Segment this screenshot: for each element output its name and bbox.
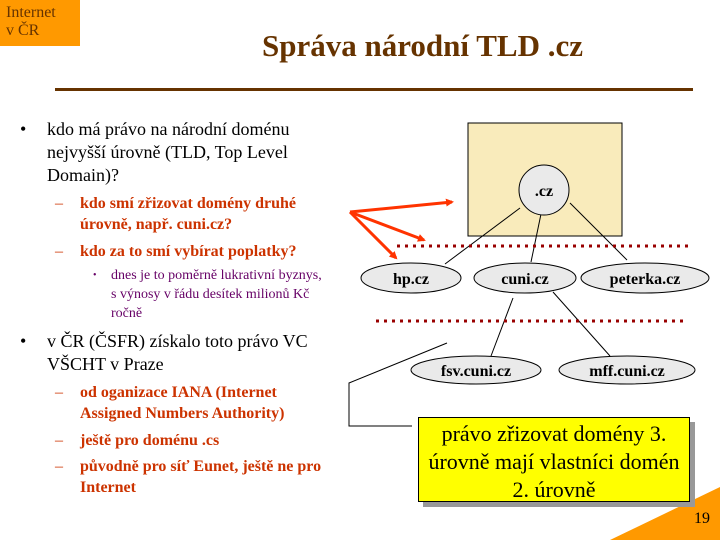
node-root bbox=[518, 164, 570, 216]
bullet-text: v ČR (ČSFR) získalo toto právo VC VŠCHT … bbox=[47, 331, 308, 374]
bullet-icon: • bbox=[93, 270, 97, 281]
sub-bullet-text: kdo za to smí vybírat poplatky? bbox=[80, 243, 297, 260]
node-mff bbox=[558, 355, 696, 385]
bullet-1: • kdo má právo na národní doménu nejvyšš… bbox=[20, 118, 332, 187]
node-hp-label: hp.cz bbox=[393, 271, 429, 288]
section-label: Internet v ČR bbox=[0, 0, 80, 46]
node-root-label: .cz bbox=[535, 183, 553, 200]
red-arrows bbox=[348, 198, 454, 260]
bullet-2: • v ČR (ČSFR) získalo toto právo VC VŠCH… bbox=[20, 330, 342, 376]
bullet-icon: • bbox=[20, 331, 27, 351]
sub-sub-bullet-text: dnes je to poměrně lukrativní byznys, s … bbox=[111, 268, 322, 321]
node-fsv-label: fsv.cuni.cz bbox=[441, 363, 511, 380]
section-label-line1: Internet bbox=[6, 4, 56, 21]
dash-icon: – bbox=[55, 384, 63, 401]
dash-icon: – bbox=[55, 432, 63, 449]
sub-bullet-5: – původně pro síť Eunet, ještě ne pro In… bbox=[55, 456, 340, 498]
sub-bullet-4: – ještě pro doménu .cs bbox=[55, 430, 335, 451]
node-mff-label: mff.cuni.cz bbox=[589, 363, 665, 380]
dash-icon: – bbox=[55, 195, 63, 212]
sub-bullet-text: původně pro síť Eunet, ještě ne pro Inte… bbox=[80, 458, 322, 496]
node-peterka bbox=[580, 262, 710, 294]
page-number: 19 bbox=[694, 510, 710, 527]
node-cuni-label: cuni.cz bbox=[501, 271, 549, 288]
dash-icon: – bbox=[55, 243, 63, 260]
callout-box: právo zřizovat domény 3. úrovně mají vla… bbox=[418, 417, 690, 502]
node-peterka-label: peterka.cz bbox=[610, 271, 681, 288]
sub-bullet-text: kdo smí zřizovat domény druhé úrovně, na… bbox=[80, 195, 296, 233]
bullet-text: kdo má právo na národní doménu nejvyšší … bbox=[47, 119, 290, 185]
slide-title: Správa národní TLD .cz bbox=[262, 28, 583, 63]
bullet-icon: • bbox=[20, 119, 27, 139]
node-hp bbox=[360, 262, 462, 294]
node-cuni bbox=[473, 262, 577, 294]
sub-bullet-2: – kdo za to smí vybírat poplatky? bbox=[55, 241, 330, 262]
sub-bullet-1: – kdo smí zřizovat domény druhé úrovně, … bbox=[55, 193, 330, 235]
sub-bullet-text: od oganizace IANA (Internet Assigned Num… bbox=[80, 384, 285, 422]
tree-edges bbox=[348, 202, 628, 427]
sub-sub-bullet-1: • dnes je to poměrně lukrativní byznys, … bbox=[93, 266, 326, 323]
sub-bullet-3: – od oganizace IANA (Internet Assigned N… bbox=[55, 382, 335, 424]
sub-bullet-text: ještě pro doménu .cs bbox=[80, 432, 220, 449]
dash-icon: – bbox=[55, 458, 63, 475]
node-fsv bbox=[410, 355, 542, 385]
title-divider bbox=[55, 88, 693, 91]
section-label-line2: v ČR bbox=[6, 22, 40, 39]
corner-decoration bbox=[610, 487, 720, 540]
